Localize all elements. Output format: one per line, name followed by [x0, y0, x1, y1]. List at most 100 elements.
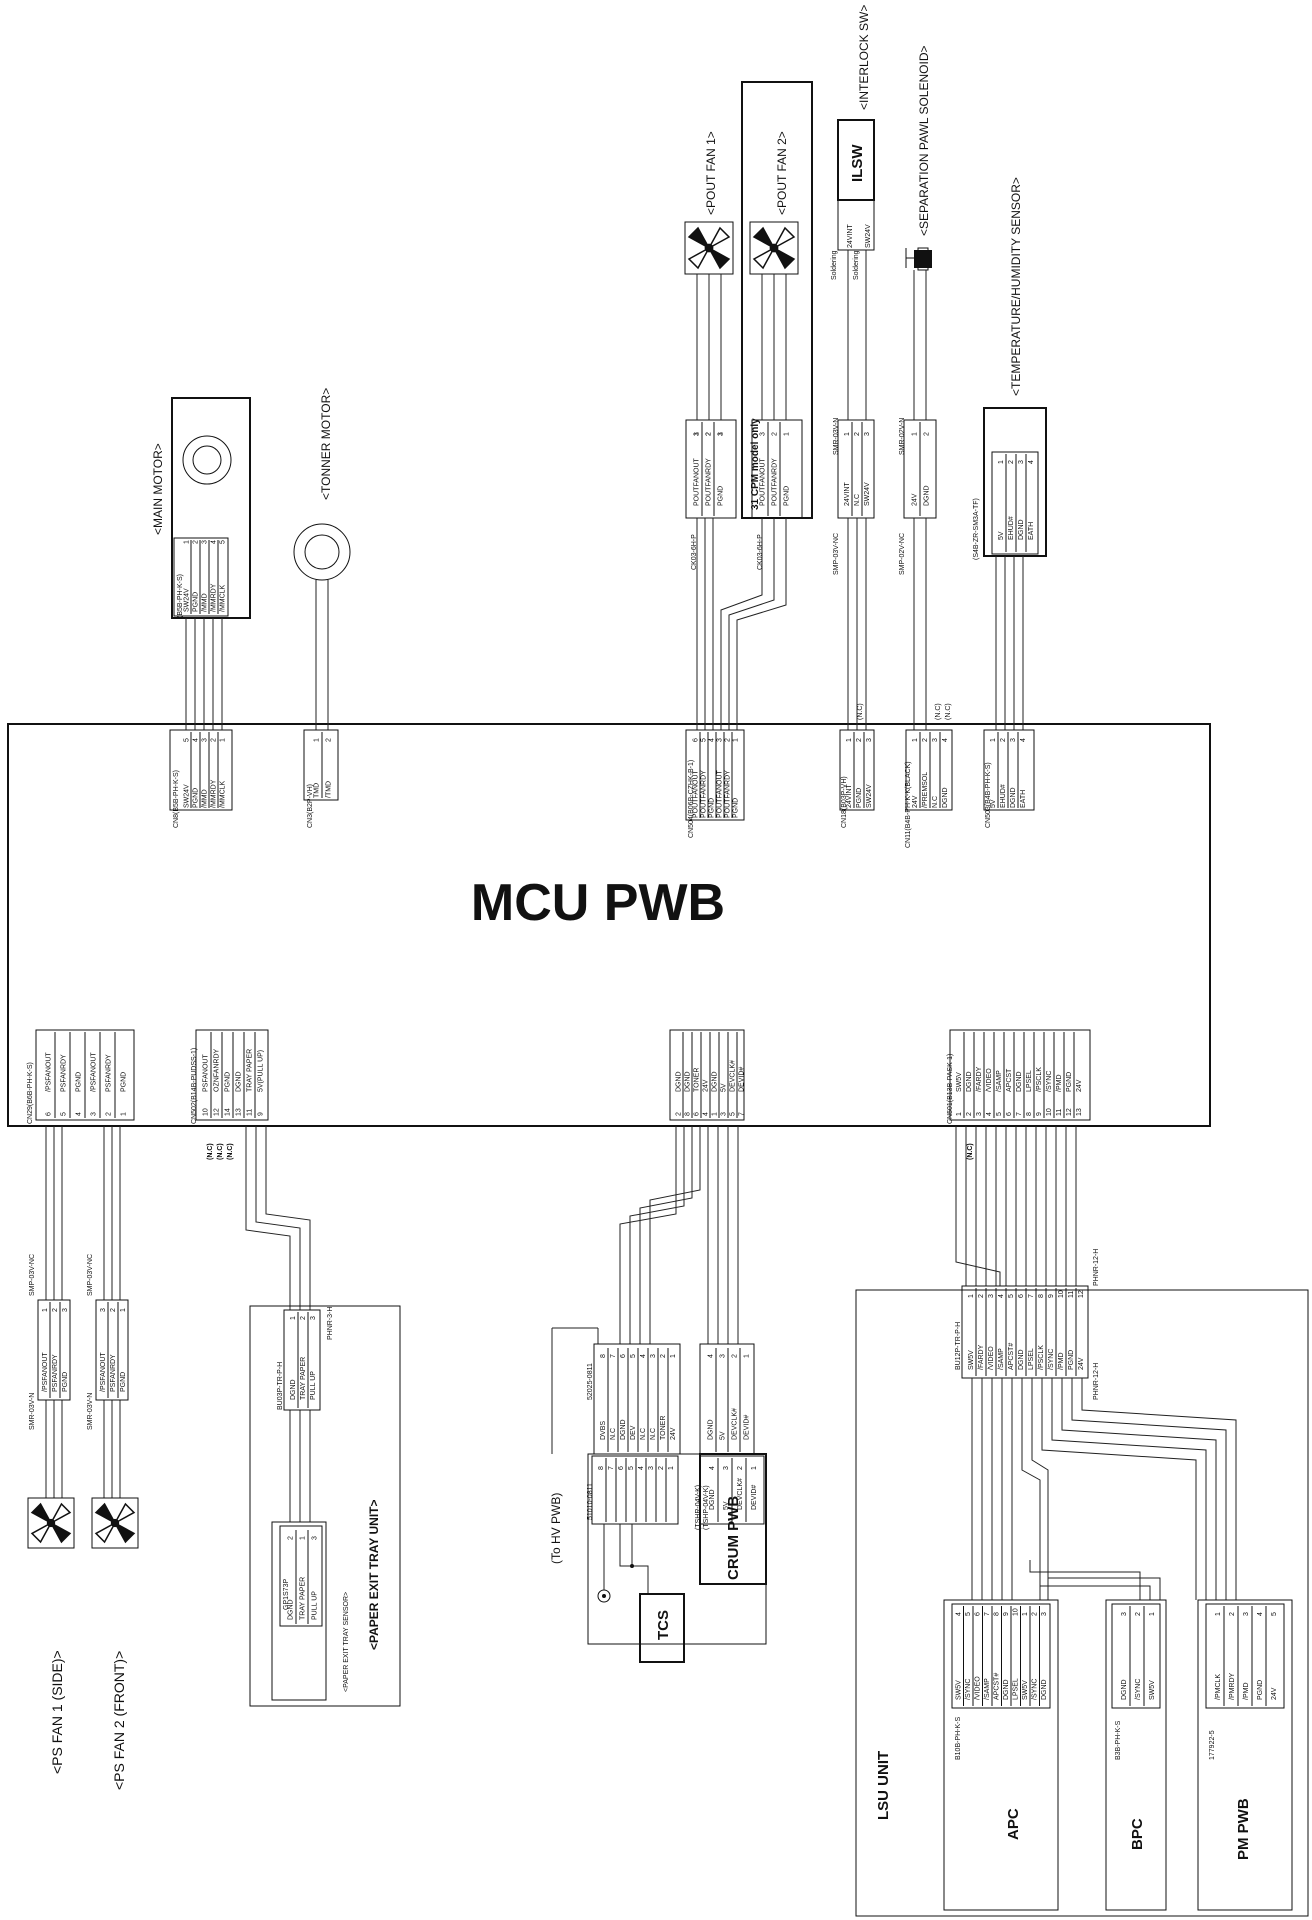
pm-signal-2: /PMRDY: [1229, 1672, 1236, 1700]
bu12-pins: 1SW5V2/FARDY3/VIDEO4/SAMP5APCST#6DGND7LP…: [968, 1288, 1085, 1376]
cn8-pin-2: 4: [192, 738, 199, 742]
cn11-pin-4: 4: [942, 738, 949, 742]
cn18-pin-2: 2: [856, 738, 863, 742]
mm-signal-1: SW24V: [183, 588, 190, 612]
cn18-signal-1: 24VINT: [846, 784, 853, 808]
bu12-pin-3: 3: [988, 1294, 995, 1298]
pm-pin-4: 4: [1257, 1612, 1264, 1616]
cn502-signal-3: PGND: [225, 1072, 232, 1092]
cn3-name: CN3(B2P-VH): [307, 784, 314, 828]
smp03a-signal-2: PSFANRDY: [52, 1354, 59, 1392]
c52025-signal-6: N.C: [650, 1428, 657, 1440]
cn29-connector: CN29(B6B-PH-K-S) 6/PSFANOUT5PSFANRDY4PGN…: [27, 1029, 135, 1124]
pm-pin-1: 1: [1215, 1612, 1222, 1616]
smp02-pin-2: 2: [923, 432, 930, 436]
cn501-signal-5: /SAMP: [996, 1070, 1003, 1092]
paper-exit-tray-unit: <PAPER EXIT TRAY UNIT> PHNR-3-H BU03P-TR…: [249, 1305, 401, 1707]
fan-blade: [707, 246, 731, 270]
cn3-pin-1: 1: [313, 738, 320, 742]
cn29-signal-1: /PSFANOUT: [46, 1052, 53, 1092]
apc-pin-10: 3: [1041, 1612, 1048, 1616]
pm-signal-4: PGND: [1257, 1680, 1264, 1700]
smp02-name: SMP-02V-NC: [899, 533, 906, 575]
c52025-pin-7: 2: [660, 1354, 667, 1358]
cn502-pin-1: 10: [203, 1108, 210, 1116]
cn502-pin-4: 13: [236, 1108, 243, 1116]
fan-blade: [30, 1502, 53, 1525]
cn501-signal-9: /PSCLK: [1036, 1067, 1043, 1092]
ck03b-signal-2: POUTFANRDY: [771, 458, 778, 506]
cn503-pin-3: 3: [1010, 738, 1017, 742]
cn501-signal-2: DGND: [966, 1071, 973, 1092]
c51010-pin-2: 7: [608, 1466, 615, 1470]
temp-humidity-sensor: <TEMPERATURE/HUMIDITY SENSOR> (S4B-ZR-SM…: [973, 177, 1047, 560]
fan-blade: [94, 1521, 117, 1544]
cn501-pin-12: 12: [1066, 1108, 1073, 1116]
ck03a-signal-2: POUTFANRDY: [705, 458, 712, 506]
mcu-pwb-title: MCU PWB: [471, 874, 725, 932]
mm-signal-5: /MMCLK: [219, 584, 226, 612]
to-hv-label: (To HV PWB): [549, 1493, 563, 1564]
tshp-pin-4: 1: [751, 1466, 758, 1470]
bpc-signal-1: DGND: [1121, 1679, 1128, 1700]
ck03b-signal-1: POUTFANOUT: [759, 457, 766, 506]
apc-pin-2: 5: [965, 1612, 972, 1616]
cn504-signal-5: POUTFANRDY: [725, 770, 732, 818]
pout-fan-1-icon: [687, 226, 731, 270]
cn3-signal-1: TMD: [313, 783, 320, 798]
cn11-connector: CN11(B4B-PH-K-K(BLACK) (N.C) (N.C) 124V2…: [905, 703, 953, 848]
cn503-signal-3: DGND: [1010, 787, 1017, 808]
cn501-pins: 1SW5V2DGND3/FARDY4/VIDEO5/SAMP6APCST7DGN…: [956, 1032, 1083, 1118]
apc-pin-8: 1: [1022, 1612, 1029, 1616]
cn501-signal-8: LPSEL: [1026, 1070, 1033, 1092]
bpc-signal-2: /SYNC: [1135, 1679, 1142, 1700]
apc-signal-5: APCST#: [994, 1673, 1001, 1700]
cn502-pin-3: 14: [225, 1108, 232, 1116]
smp02-signal-2: DGND: [923, 485, 930, 506]
smp03-signal-3: SW24V: [864, 482, 871, 506]
cn29-signal-5: PSFANRDY: [106, 1054, 113, 1092]
tshp-name: (TSHP-04V-K): [703, 1485, 710, 1530]
cn11-signal-4: DGND: [942, 787, 949, 808]
tcs-label: TCS: [655, 1610, 672, 1640]
cn502-nc-1: (N.C): [207, 1143, 214, 1160]
cn11-pin-2: 2: [922, 738, 929, 742]
smp03b-signal-2: PSFANRDY: [110, 1354, 117, 1392]
cn501-signal-13: 24V: [1076, 1079, 1083, 1092]
mm-connector-name: (B5B-PH-K-S): [177, 574, 184, 618]
cn29-pin-5: 2: [106, 1112, 113, 1116]
paper-exit-unit-label: <PAPER EXIT TRAY UNIT>: [367, 1500, 381, 1651]
cn29-signal-4: /PSFANOUT: [91, 1052, 98, 1092]
tshr-pin-2: 3: [719, 1354, 726, 1358]
tshr-pin-3: 2: [731, 1354, 738, 1358]
cn504-signal-2: POUTFANRDY: [701, 770, 708, 818]
cn504-signal-3: PGND: [709, 798, 716, 818]
cn_hv-signal-6: 5V: [720, 1083, 727, 1092]
fan-blade: [752, 226, 776, 250]
c52025-pin-1: 8: [600, 1354, 607, 1358]
smp03-pin-1: 1: [844, 432, 851, 436]
phnr12b-name: PHNR-12-H: [1093, 1363, 1100, 1400]
cn501-signal-1: SW5V: [956, 1072, 963, 1092]
cn501-pin-13: 13: [1076, 1108, 1083, 1116]
bu12-pin-5: 5: [1008, 1294, 1015, 1298]
cn8-signal-2: PGND: [192, 788, 199, 808]
cn501-pin-2: 2: [966, 1112, 973, 1116]
s4b-signal-2: EHUD#: [1008, 516, 1015, 540]
cn501-signal-3: /FARDY: [976, 1066, 983, 1092]
bu12-signal-5: APCST#: [1008, 1343, 1015, 1370]
smp03a-pin-2: 2: [52, 1308, 59, 1312]
apc-pins: 4SW5V5/SYNC6/VIDEO7/SAMP8APCST#9DGND10LP…: [956, 1606, 1048, 1706]
soldering-1: Soldering: [831, 250, 838, 280]
ck03a-signal-1: POUTFANOUT: [693, 457, 700, 506]
interlock-label: <INTERLOCK SW>: [857, 5, 871, 110]
cn29-pins: 6/PSFANOUT5PSFANRDY4PGND3/PSFANOUT2PSFAN…: [46, 1032, 128, 1118]
interlock-switch: ILSW <INTERLOCK SW> Soldering Soldering …: [831, 5, 875, 280]
tshp-signal-3: DEVCLK#: [737, 1478, 744, 1510]
ck03a-pin-3: 3: [717, 432, 724, 436]
